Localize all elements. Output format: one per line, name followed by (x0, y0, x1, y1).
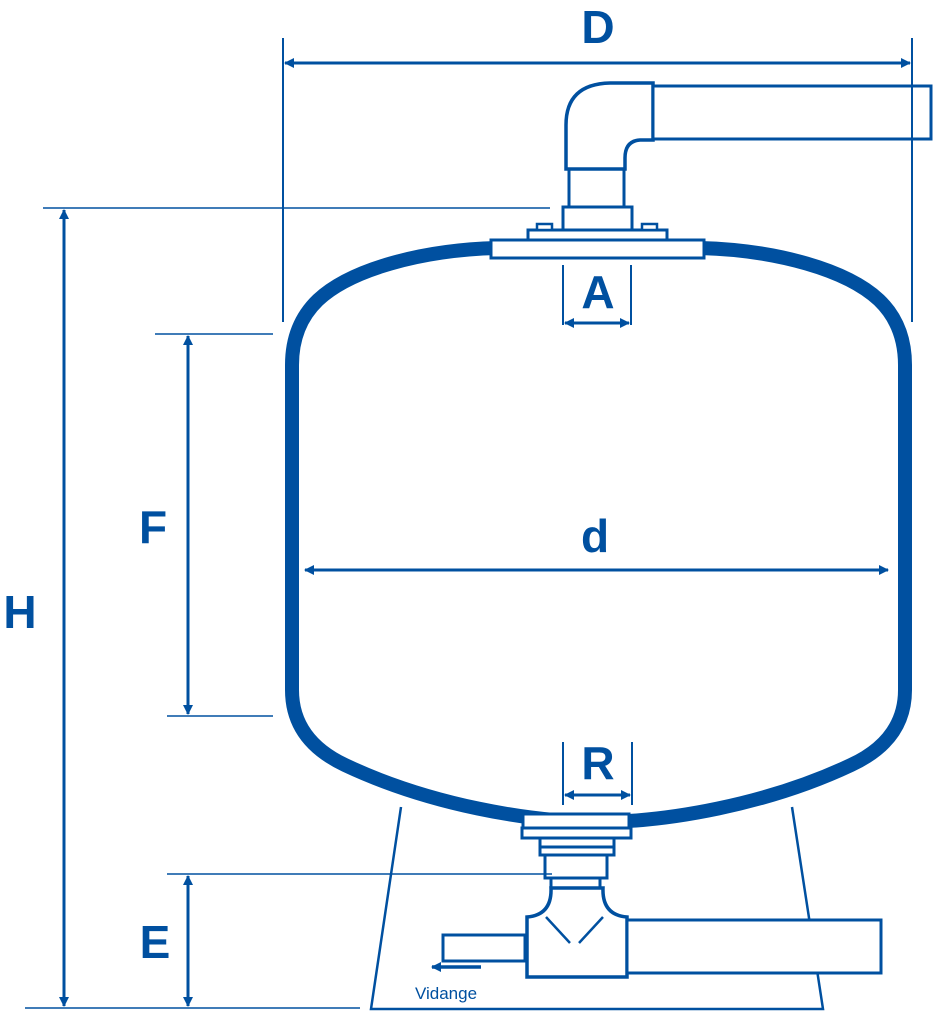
dimension-E: E (140, 873, 552, 1007)
label-D: D (581, 1, 614, 53)
label-d: d (581, 510, 609, 562)
label-H: H (3, 586, 36, 638)
dimension-R: R (562, 737, 633, 805)
label-A: A (581, 266, 614, 318)
label-E: E (140, 916, 171, 968)
label-F: F (139, 501, 167, 553)
dimension-D: D (282, 1, 913, 322)
dimension-A: A (562, 265, 632, 328)
drain-label: Vidange (415, 984, 477, 1003)
dimension-H: H (3, 207, 550, 1009)
support-skirt (369, 806, 825, 1011)
dimension-d: d (304, 510, 889, 575)
label-R: R (581, 737, 614, 789)
bottom-drain-fitting: Vidange (415, 812, 883, 1003)
dimension-F: F (139, 333, 273, 717)
top-inlet-fitting (489, 81, 933, 260)
